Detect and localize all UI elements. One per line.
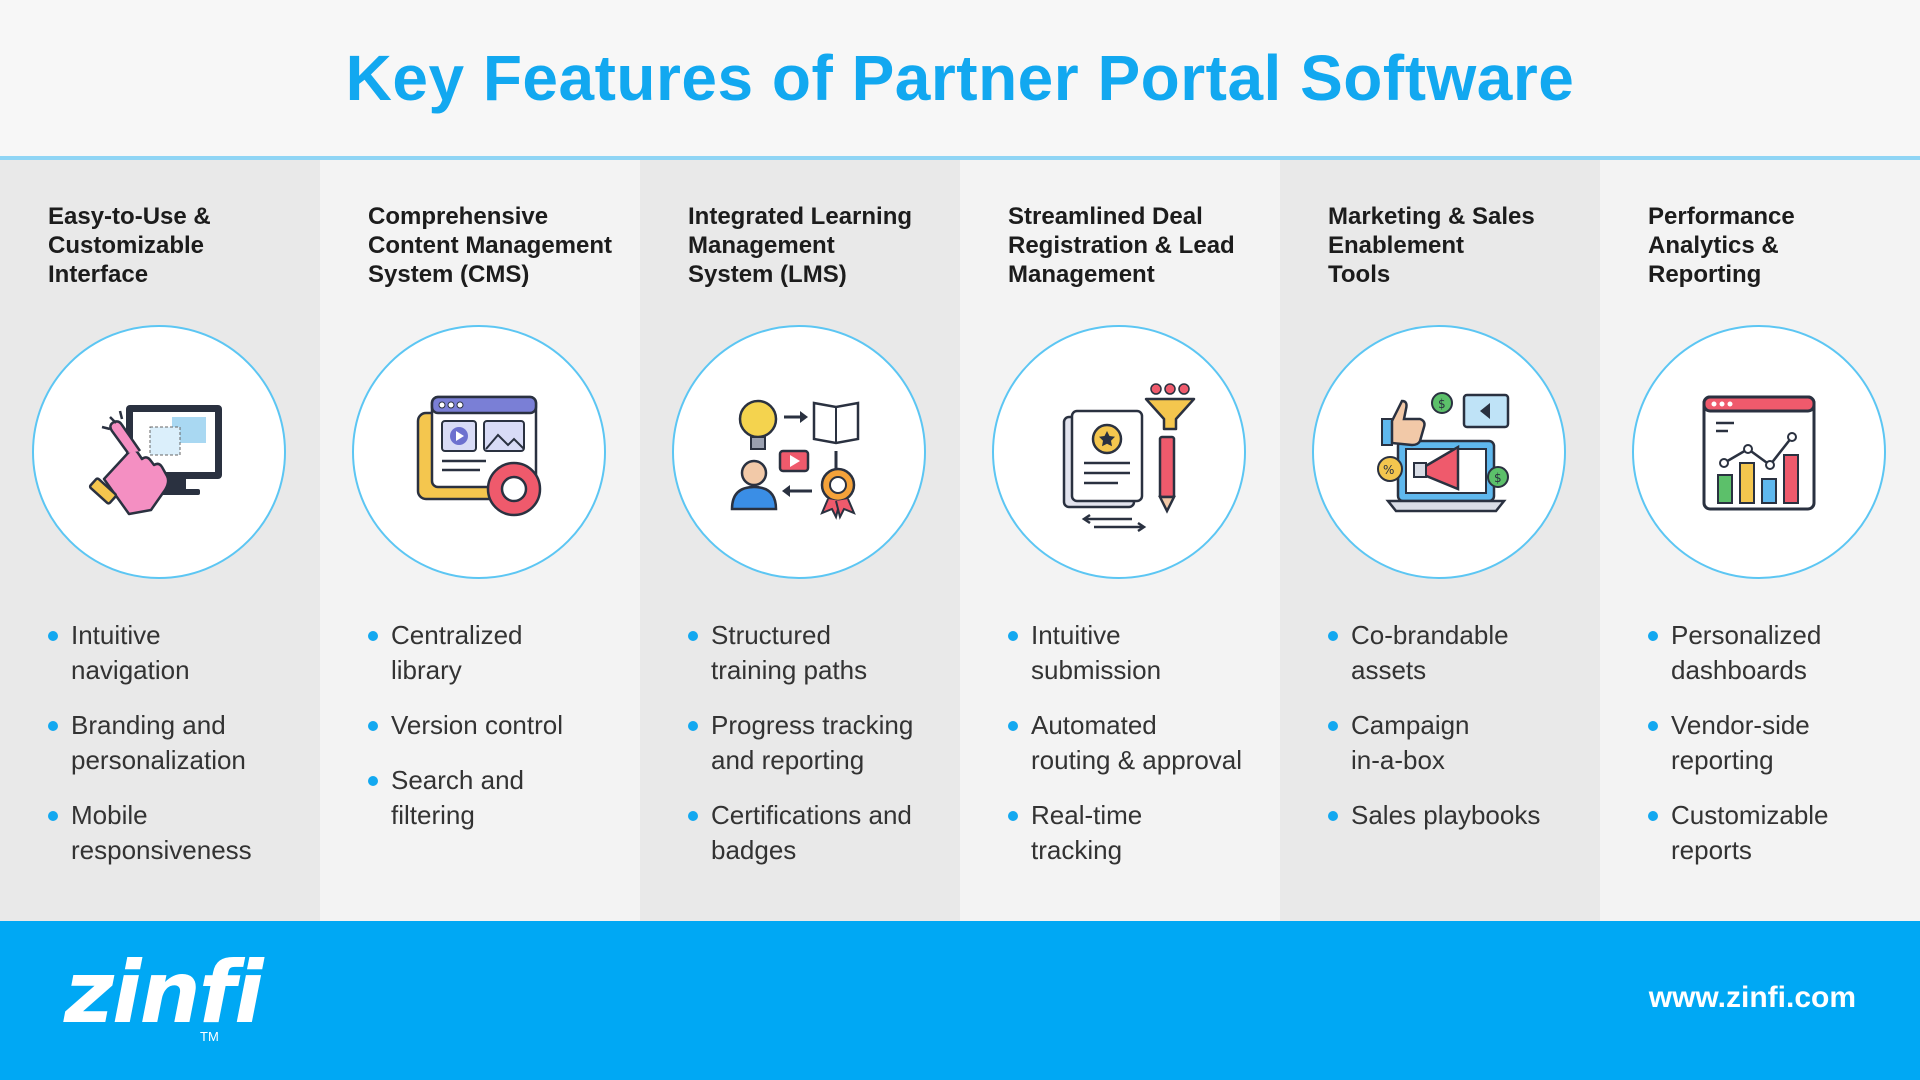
bullet-dot [1328,811,1338,821]
bullet-item: Campaign in-a-box [1328,708,1590,778]
bullet-dot [48,721,58,731]
bullet-dot [1328,721,1338,731]
svg-text:%: % [1383,463,1394,477]
bullet-dot [1008,631,1018,641]
header: Key Features of Partner Portal Software [0,0,1920,160]
bullet-item: Vendor-side reporting [1648,708,1910,778]
bullet-text: Mobile responsiveness [71,800,252,865]
bullet-dot [48,811,58,821]
bullet-dot [1328,631,1338,641]
feature-icon-circle [992,325,1246,579]
learning-cycle-icon [730,399,860,520]
bullet-text: Certifications and badges [711,800,912,865]
bullet-dot [1648,721,1658,731]
bullet-text: Automated routing & approval [1031,710,1243,775]
page-title: Key Features of Partner Portal Software [345,42,1575,114]
svg-text:$: $ [1438,397,1446,411]
analytics-dashboard-icon [1702,395,1816,511]
bullet-dot [368,631,378,641]
bullet-dot [48,631,58,641]
bullet-text: Vendor-side reporting [1671,710,1810,775]
feature-title: Easy-to-Use & Customizable Interface [48,203,211,288]
bullet-dot [688,631,698,641]
bullet-dot [1008,721,1018,731]
bullet-item: Intuitive submission [1008,618,1270,688]
website-link[interactable]: www.zinfi.com [1648,981,1856,1014]
feature-icon-circle: $ % $ [1312,325,1566,579]
bullet-dot [368,721,378,731]
bullet-item: Version control [368,708,630,743]
deal-document-funnel-icon [1062,383,1196,533]
bullet-item: Certifications and badges [688,798,950,868]
bullet-text: Customizable reports [1671,800,1829,865]
feature-icon-circle [672,325,926,579]
bullet-item: Search and filtering [368,763,630,833]
feature-column-marketing: Marketing & Sales Enablement Tools $ % $ [1280,160,1600,921]
bullet-dot [1648,811,1658,821]
svg-text:$: $ [1494,471,1502,485]
bullet-item: Structured training paths [688,618,950,688]
feature-title: Streamlined Deal Registration & Lead Man… [1008,203,1235,288]
trademark-mark: TM [200,1029,219,1044]
bullet-item: Automated routing & approval [1008,708,1270,778]
feature-title: Comprehensive Content Management System … [368,203,613,288]
feature-column-lms: Integrated Learning Management System (L… [640,160,960,921]
bullet-text: Real-time tracking [1031,800,1143,865]
bullet-dot [688,721,698,731]
feature-bullets: Intuitive submission Automated routing &… [1008,618,1270,888]
bullet-text: Intuitive submission [1031,620,1162,685]
bullet-text: Co-brandable assets [1351,620,1509,685]
bullet-item: Branding and personalization [48,708,310,778]
bullet-dot [368,776,378,786]
feature-icon-circle [1632,325,1886,579]
bullet-dot [688,811,698,821]
feature-bullets: Personalized dashboards Vendor-side repo… [1648,618,1910,888]
bullet-text: Sales playbooks [1351,800,1541,830]
bullet-dot [1008,811,1018,821]
bullet-item: Intuitive navigation [48,618,310,688]
bullet-text: Intuitive navigation [71,620,190,685]
bullet-text: Version control [391,710,563,740]
feature-icon-circle [352,325,606,579]
feature-column-cms: Comprehensive Content Management System … [320,160,640,921]
feature-icon-circle [32,325,286,579]
bullet-text: Structured training paths [711,620,868,685]
bullet-item: Personalized dashboards [1648,618,1910,688]
feature-title: Marketing & Sales Enablement Tools [1328,203,1535,288]
feature-bullets: Structured training paths Progress track… [688,618,950,888]
feature-column-analytics: Performance Analytics & Reporting [1600,160,1920,921]
bullet-item: Customizable reports [1648,798,1910,868]
feature-column-deal-registration: Streamlined Deal Registration & Lead Man… [960,160,1280,921]
bullet-text: Campaign in-a-box [1351,710,1470,775]
bullet-text: Personalized dashboards [1671,620,1822,685]
bullet-item: Sales playbooks [1328,798,1590,833]
bullet-text: Progress tracking and reporting [711,710,914,775]
feature-bullets: Co-brandable assets Campaign in-a-box Sa… [1328,618,1590,853]
bullet-item: Co-brandable assets [1328,618,1590,688]
feature-title: Integrated Learning Management System (L… [688,203,913,288]
cms-window-gear-icon [416,395,542,517]
feature-column-interface: Easy-to-Use & Customizable Interface Int… [0,160,320,921]
feature-columns: Easy-to-Use & Customizable Interface Int… [0,160,1920,921]
bullet-text: Search and filtering [391,765,524,830]
touch-screen-icon [88,405,222,516]
bullet-item: Mobile responsiveness [48,798,310,868]
marketing-megaphone-icon: $ % $ [1377,392,1510,513]
bullet-item: Centralized library [368,618,630,688]
feature-bullets: Centralized library Version control Sear… [368,618,630,853]
zinfi-logo: zinfi [64,943,264,1043]
feature-bullets: Intuitive navigation Branding and person… [48,618,310,888]
bullet-text: Centralized library [391,620,523,685]
feature-title: Performance Analytics & Reporting [1648,203,1795,288]
footer: zinfi TM www.zinfi.com [0,921,1920,1080]
bullet-dot [1648,631,1658,641]
bullet-text: Branding and personalization [71,710,246,775]
bullet-item: Progress tracking and reporting [688,708,950,778]
bullet-item: Real-time tracking [1008,798,1270,868]
